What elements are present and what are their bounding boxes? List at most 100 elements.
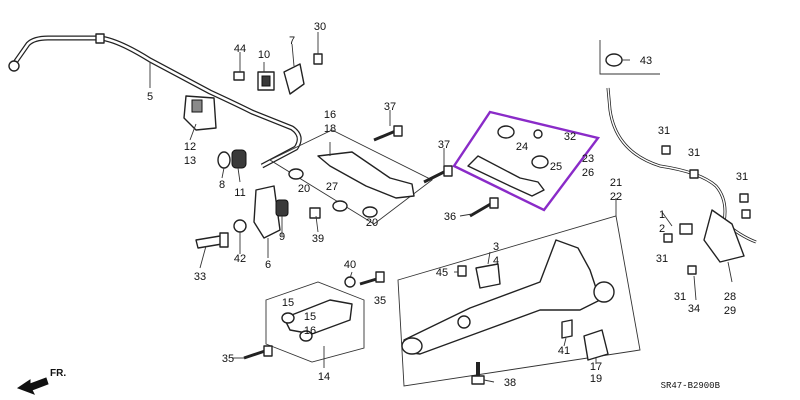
callout-labels: 1 2 3 4 5 6 7 8 9 10 11 12 13 14 15 16 1… bbox=[147, 21, 748, 389]
trailing-arm-bushing bbox=[401, 337, 423, 355]
clip-2 bbox=[679, 223, 693, 235]
callout-20b: 20 bbox=[366, 217, 378, 229]
callout-35b: 35 bbox=[222, 353, 234, 365]
callout-45: 45 bbox=[436, 267, 448, 279]
bolt-41 bbox=[561, 319, 573, 339]
bolt-45 bbox=[457, 265, 467, 277]
callout-31a: 31 bbox=[658, 125, 670, 137]
callout-22: 22 bbox=[610, 191, 622, 203]
callout-37a: 37 bbox=[384, 101, 396, 113]
bolt-31e bbox=[741, 209, 751, 219]
abs-sensor bbox=[703, 209, 745, 263]
front-direction-indicator: FR. bbox=[16, 368, 66, 395]
callout-28: 28 bbox=[724, 291, 736, 303]
callout-23: 23 bbox=[582, 153, 594, 165]
callout-36: 36 bbox=[444, 211, 456, 223]
bolt-31a bbox=[661, 145, 671, 155]
leader-lines bbox=[149, 32, 733, 383]
front-arrow-icon bbox=[16, 377, 49, 395]
bolt-38-head bbox=[471, 375, 485, 385]
bushing-24 bbox=[497, 125, 515, 139]
bracket-3 bbox=[475, 263, 501, 289]
lower-arm bbox=[283, 299, 353, 335]
bracket-17 bbox=[583, 329, 609, 361]
bushing-11 bbox=[231, 149, 247, 169]
callout-24: 24 bbox=[516, 141, 528, 153]
callout-42: 42 bbox=[234, 253, 246, 265]
callout-7: 7 bbox=[289, 35, 295, 47]
callout-38: 38 bbox=[504, 377, 516, 389]
callout-15: 15 bbox=[282, 297, 294, 309]
bushing-25 bbox=[531, 155, 549, 169]
stabilizer-bushing bbox=[191, 99, 203, 113]
bolt-33 bbox=[195, 235, 223, 249]
compensator-arm bbox=[467, 155, 545, 197]
stabilizer-bar bbox=[11, 35, 302, 169]
bolt-33-head bbox=[219, 232, 229, 248]
bolt-31d bbox=[687, 265, 697, 275]
hub-knuckle bbox=[593, 281, 615, 303]
bracket-6 bbox=[253, 185, 281, 239]
cap-43-bracket bbox=[599, 40, 660, 75]
callout-18: 18 bbox=[324, 123, 336, 135]
callout-5: 5 bbox=[147, 91, 153, 103]
bushing-20a bbox=[288, 168, 304, 180]
nut-40 bbox=[344, 276, 356, 288]
callout-37b: 37 bbox=[438, 139, 450, 151]
callout-39: 39 bbox=[312, 233, 324, 245]
callout-31c: 31 bbox=[736, 171, 748, 183]
washer-42 bbox=[233, 219, 247, 233]
highlight-box bbox=[452, 110, 601, 212]
upper-arm bbox=[317, 151, 415, 199]
callout-30: 30 bbox=[314, 21, 326, 33]
stabilizer-bar-end bbox=[8, 60, 20, 72]
nut-44 bbox=[233, 71, 245, 81]
callout-31b: 31 bbox=[688, 147, 700, 159]
callout-29: 29 bbox=[724, 305, 736, 317]
callout-31e: 31 bbox=[674, 291, 686, 303]
callout-19: 19 bbox=[590, 373, 602, 385]
stabilizer-bar-inner bbox=[12, 36, 301, 168]
callout-34: 34 bbox=[688, 303, 700, 315]
link-bushing-10-core bbox=[261, 75, 271, 87]
abs-sensor-wire-inner bbox=[607, 87, 757, 243]
bolt-31b bbox=[689, 169, 699, 179]
callout-16b: 16 bbox=[304, 325, 316, 337]
callout-13: 13 bbox=[184, 155, 196, 167]
bolt-36-head bbox=[489, 197, 499, 209]
bushing-16 bbox=[299, 330, 313, 342]
bushing-9 bbox=[275, 199, 289, 217]
diagram-code: SR47-B2900B bbox=[661, 381, 721, 391]
callout-35a: 35 bbox=[374, 295, 386, 307]
bracket-7 bbox=[283, 63, 305, 95]
bolt-35b-head bbox=[375, 271, 385, 283]
callout-12: 12 bbox=[184, 141, 196, 153]
trailing-arm-box bbox=[397, 215, 641, 387]
callout-21: 21 bbox=[610, 177, 622, 189]
callout-32: 32 bbox=[564, 131, 576, 143]
callout-2: 2 bbox=[659, 223, 665, 235]
callout-9: 9 bbox=[279, 231, 285, 243]
stabilizer-bar-mark bbox=[95, 33, 105, 44]
bolt-35a-head bbox=[263, 345, 273, 357]
cap-43 bbox=[605, 53, 623, 67]
callout-17: 17 bbox=[590, 361, 602, 373]
bolt-39 bbox=[309, 207, 321, 219]
callout-26: 26 bbox=[582, 167, 594, 179]
callout-15b: 15 bbox=[304, 311, 316, 323]
bolt-37b-head bbox=[443, 165, 453, 177]
trailing-arm-eye bbox=[457, 315, 471, 329]
bolt-31f bbox=[663, 233, 673, 243]
callout-11: 11 bbox=[234, 187, 245, 199]
callout-16: 16 bbox=[324, 109, 336, 121]
callout-27: 27 bbox=[326, 181, 338, 193]
callout-6: 6 bbox=[265, 259, 271, 271]
nut-32 bbox=[533, 129, 543, 139]
callout-10: 10 bbox=[258, 49, 270, 61]
lower-arm-box bbox=[265, 281, 365, 363]
bushing-20b bbox=[362, 206, 378, 218]
callout-4: 4 bbox=[493, 255, 499, 267]
front-label: FR. bbox=[50, 368, 66, 379]
callout-1: 1 bbox=[659, 209, 665, 221]
